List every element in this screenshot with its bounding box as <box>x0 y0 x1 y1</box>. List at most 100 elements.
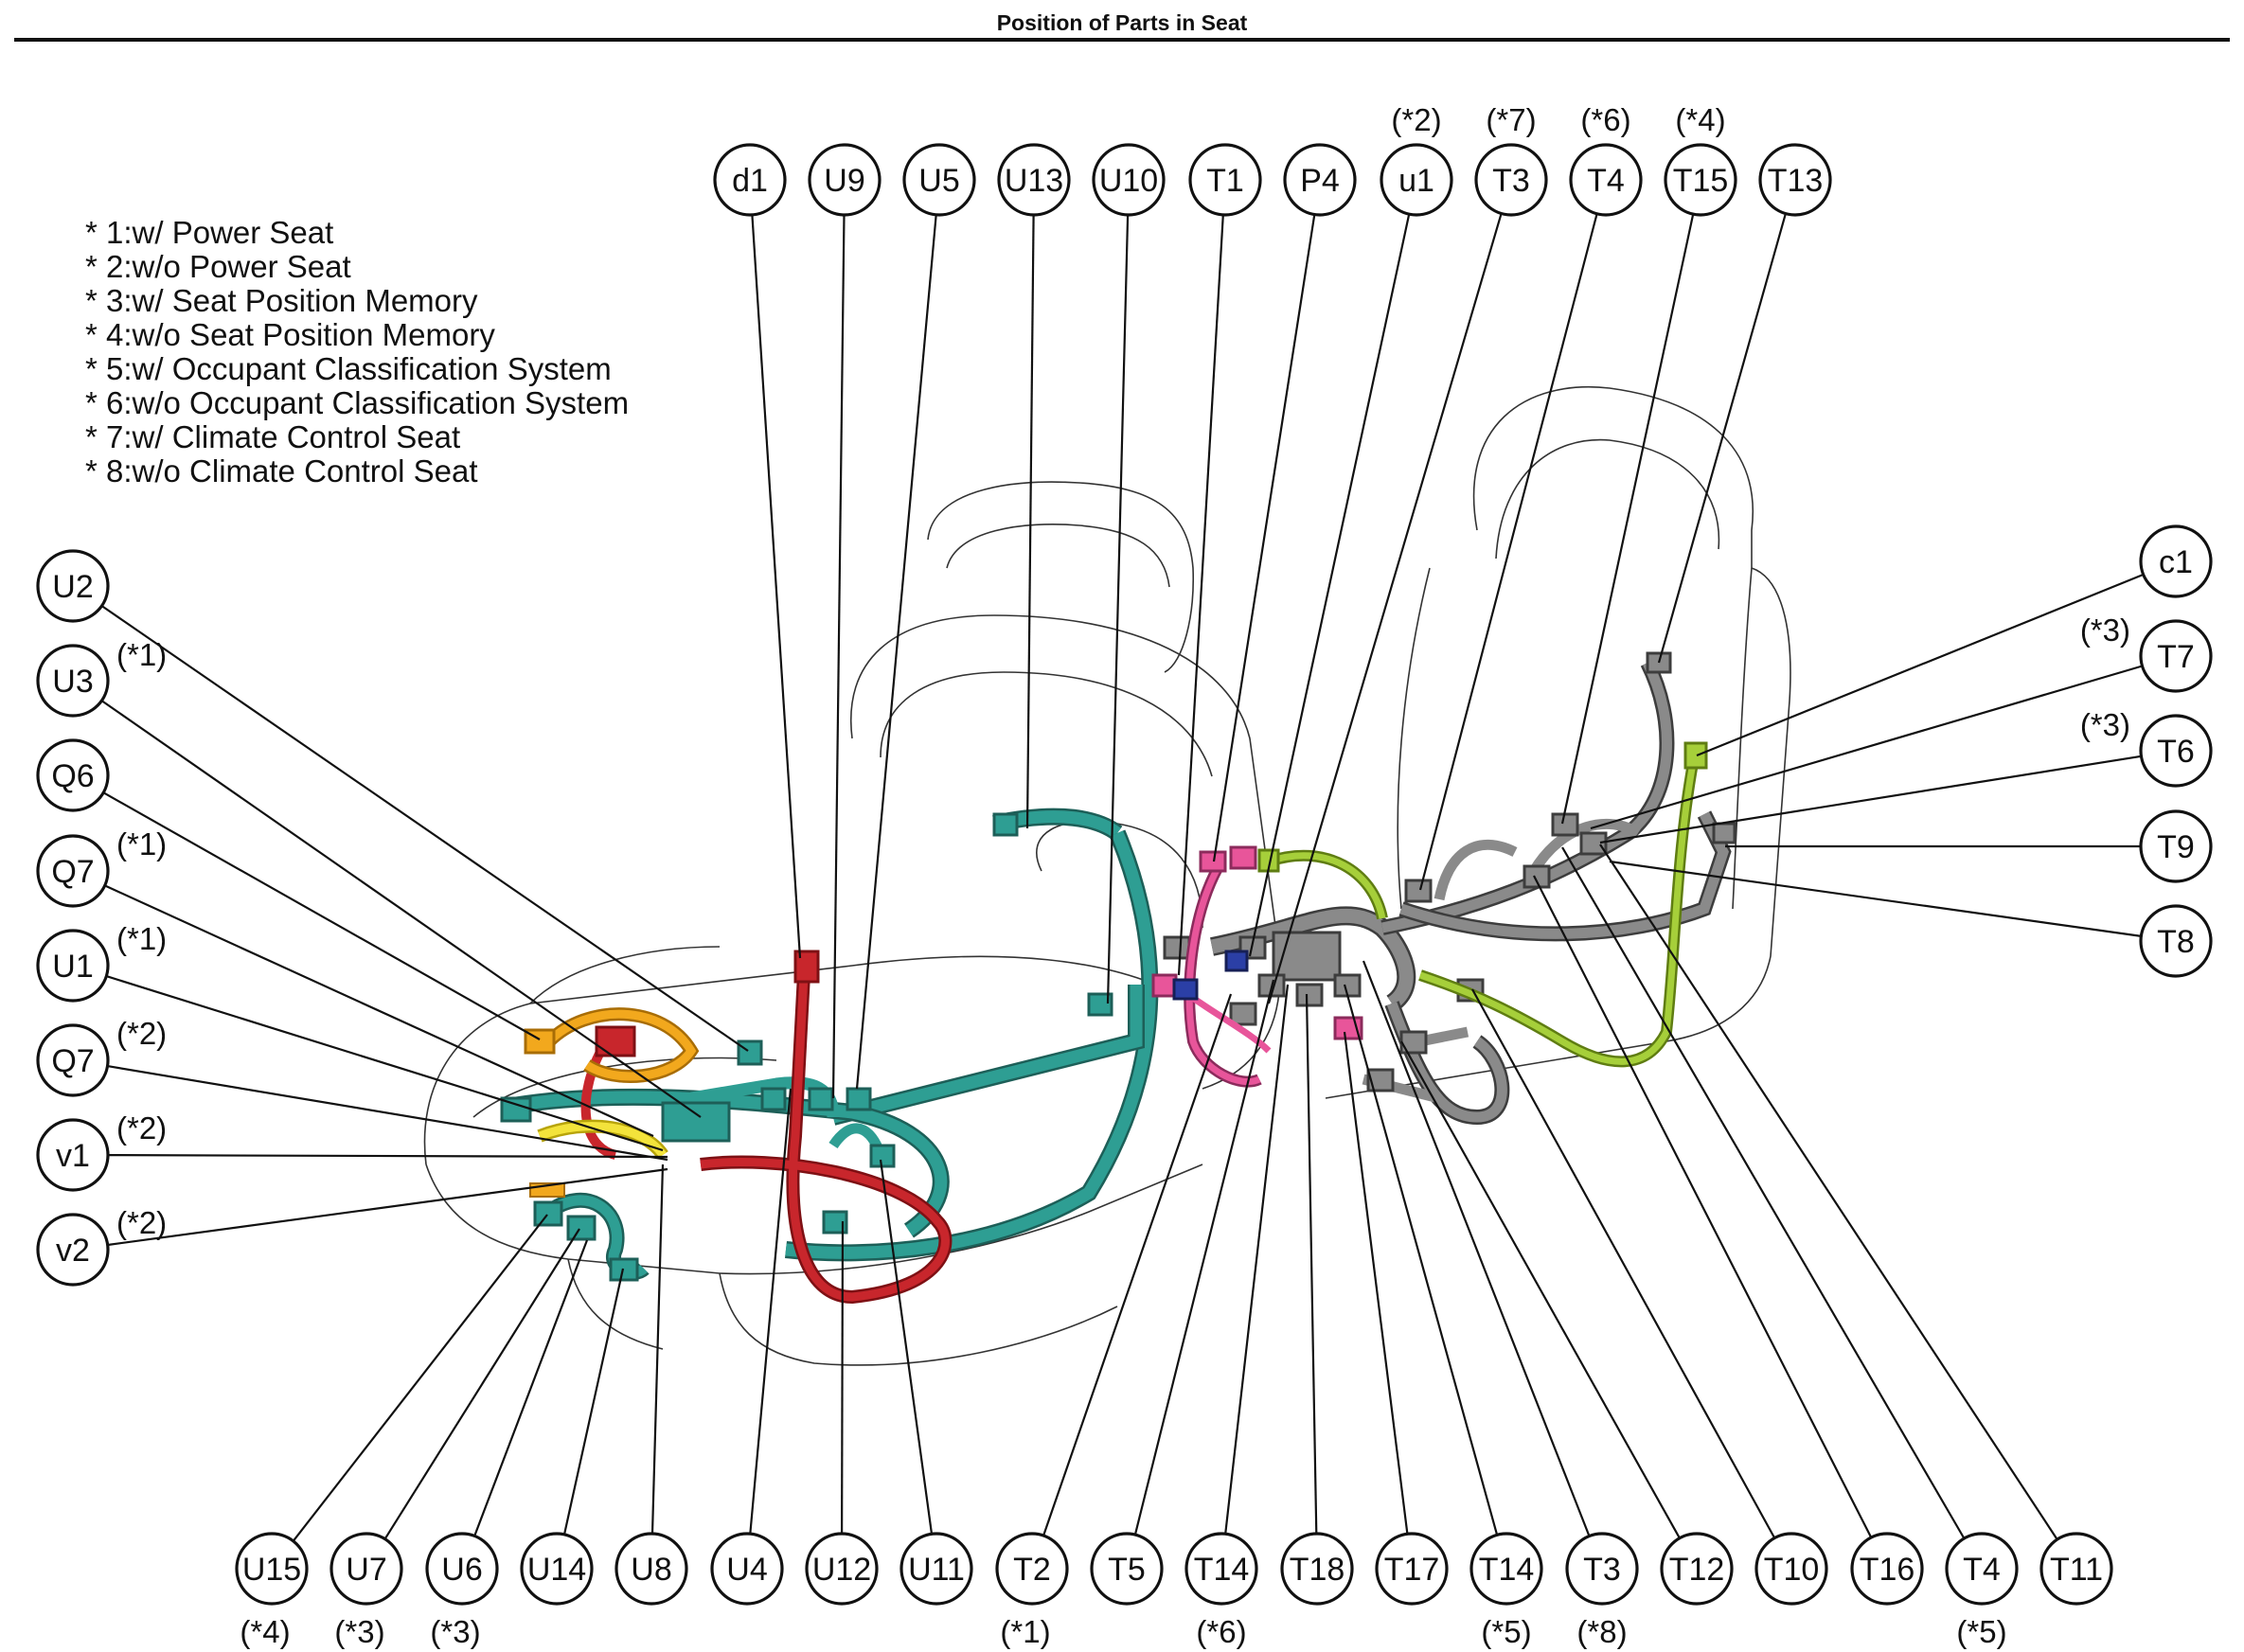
callout-U3[interactable]: (*1) U3 <box>36 637 167 718</box>
callout-U11[interactable]: U11 <box>899 1532 973 1606</box>
leader-line <box>1560 213 1695 825</box>
callouts: d1 U9 U5 U13 U10 T1 P4 (*2) u1 <box>36 102 2213 1649</box>
callout-Q6[interactable]: Q6 <box>36 738 110 812</box>
callout-note: (*4) <box>1675 102 1725 137</box>
callout-P4[interactable]: P4 <box>1283 143 1357 217</box>
leader-line <box>1177 214 1224 976</box>
callout-label: T15 <box>1673 163 1729 199</box>
callout-T15[interactable]: (*4) T15 <box>1664 102 1737 217</box>
callout-Q7-w[interactable]: (*1) Q7 <box>36 826 167 908</box>
callout-label: U13 <box>1005 163 1063 199</box>
callout-circle <box>1565 1532 1639 1606</box>
callout-T12[interactable]: T12 <box>1660 1532 1734 1606</box>
callout-note: (*2) <box>116 1016 167 1051</box>
leader-line <box>1599 755 2142 844</box>
callout-circle <box>902 143 976 217</box>
legend-item: * 8:w/o Climate Control Seat <box>85 453 478 488</box>
callout-note: (*5) <box>1956 1614 2006 1649</box>
callout-circle <box>1184 1532 1258 1606</box>
callout-circle <box>2139 714 2213 788</box>
callout-T11[interactable]: T11 <box>2039 1532 2113 1606</box>
callout-label: T3 <box>1492 163 1530 199</box>
callout-U5[interactable]: U5 <box>902 143 976 217</box>
callout-label: T13 <box>1768 163 1824 199</box>
callout-label: T10 <box>1764 1552 1820 1588</box>
callout-label: T3 <box>1583 1552 1621 1588</box>
callout-U15[interactable]: U15 (*4) <box>235 1532 309 1649</box>
callout-label: U8 <box>631 1552 671 1588</box>
callout-note: (*1) <box>116 826 167 862</box>
leader-line <box>100 605 749 1052</box>
seat-outline-drawing <box>423 386 1791 1366</box>
leader-line <box>840 1220 845 1535</box>
callout-T14-a[interactable]: T14 (*6) <box>1184 1532 1258 1649</box>
callout-U9[interactable]: U9 <box>808 143 882 217</box>
leader-line <box>831 214 846 1099</box>
callout-label: U11 <box>908 1552 965 1588</box>
callout-label: T16 <box>1860 1552 1915 1588</box>
callout-circle <box>1188 143 1262 217</box>
callout-U13[interactable]: U13 <box>997 143 1071 217</box>
callout-Q7-wo[interactable]: (*2) Q7 <box>36 1016 167 1097</box>
callout-U7[interactable]: U7 (*3) <box>329 1532 403 1649</box>
callout-T2[interactable]: T2 (*1) <box>995 1532 1069 1649</box>
callout-U8[interactable]: U8 <box>614 1532 688 1606</box>
callout-U1[interactable]: (*1) U1 <box>36 921 167 1003</box>
callout-T18[interactable]: T18 <box>1280 1532 1354 1606</box>
callout-circle <box>1569 143 1643 217</box>
leader-line <box>383 1228 580 1540</box>
callout-note: (*2) <box>116 1110 167 1146</box>
leader-line <box>1343 1031 1409 1535</box>
callout-note: (*3) <box>430 1614 480 1649</box>
callout-circle <box>710 1532 784 1606</box>
callout-T16[interactable]: T16 <box>1850 1532 1924 1606</box>
callout-v1[interactable]: (*2) v1 <box>36 1110 167 1192</box>
callout-c1[interactable]: c1 <box>2139 524 2213 598</box>
callout-U14[interactable]: U14 <box>520 1532 594 1606</box>
callout-U6[interactable]: U6 (*3) <box>425 1532 499 1649</box>
callout-T3-top[interactable]: (*7) T3 <box>1474 102 1548 217</box>
callout-T5[interactable]: T5 <box>1090 1532 1164 1606</box>
callout-T4-bottom[interactable]: T4 (*5) <box>1945 1532 2019 1649</box>
leader-line <box>879 1159 934 1535</box>
callout-T7[interactable]: (*3) T7 <box>2080 613 2213 693</box>
callout-U12[interactable]: U12 <box>805 1532 879 1606</box>
callout-label: Q6 <box>51 758 94 794</box>
callout-circle <box>1092 143 1166 217</box>
leader-line <box>1267 213 1503 1004</box>
callout-T4-top[interactable]: (*6) T4 <box>1569 102 1643 217</box>
callout-note: (*2) <box>1391 102 1441 137</box>
callout-label: u1 <box>1398 163 1434 199</box>
callout-U10[interactable]: U10 <box>1092 143 1166 217</box>
callout-circle <box>995 1532 1069 1606</box>
callout-circle <box>1283 143 1357 217</box>
callout-T1[interactable]: T1 <box>1188 143 1262 217</box>
callout-label: U7 <box>346 1552 386 1588</box>
leader-line <box>107 1167 668 1247</box>
callout-u1[interactable]: (*2) u1 <box>1380 102 1453 217</box>
callout-circle <box>1945 1532 2019 1606</box>
callout-v2[interactable]: (*2) v2 <box>36 1205 167 1287</box>
callout-label: c1 <box>2159 544 2193 580</box>
callout-label: T18 <box>1290 1552 1345 1588</box>
callout-T14-b[interactable]: T14 (*5) <box>1469 1532 1543 1649</box>
callout-label: T14 <box>1194 1552 1250 1588</box>
callout-T10[interactable]: T10 <box>1754 1532 1828 1606</box>
callout-label: d1 <box>732 163 768 199</box>
callout-circle <box>1280 1532 1354 1606</box>
callout-T6[interactable]: (*3) T6 <box>2080 707 2213 788</box>
callout-T9[interactable]: T9 <box>2139 809 2213 883</box>
callout-circle <box>1850 1532 1924 1606</box>
callout-label: T4 <box>1963 1552 2001 1588</box>
leader-line <box>1609 860 2142 937</box>
callout-note: (*1) <box>1000 1614 1050 1649</box>
callout-U4[interactable]: U4 <box>710 1532 784 1606</box>
callout-T17[interactable]: T17 <box>1375 1532 1449 1606</box>
callout-T3-bottom[interactable]: T3 (*8) <box>1565 1532 1639 1649</box>
legend-item: * 4:w/o Seat Position Memory <box>85 317 495 352</box>
callout-U2[interactable]: U2 <box>36 549 110 623</box>
callout-T8[interactable]: T8 <box>2139 904 2213 978</box>
callout-circle <box>36 1023 110 1097</box>
callout-d1[interactable]: d1 <box>713 143 787 217</box>
callout-T13[interactable]: T13 <box>1758 143 1832 217</box>
